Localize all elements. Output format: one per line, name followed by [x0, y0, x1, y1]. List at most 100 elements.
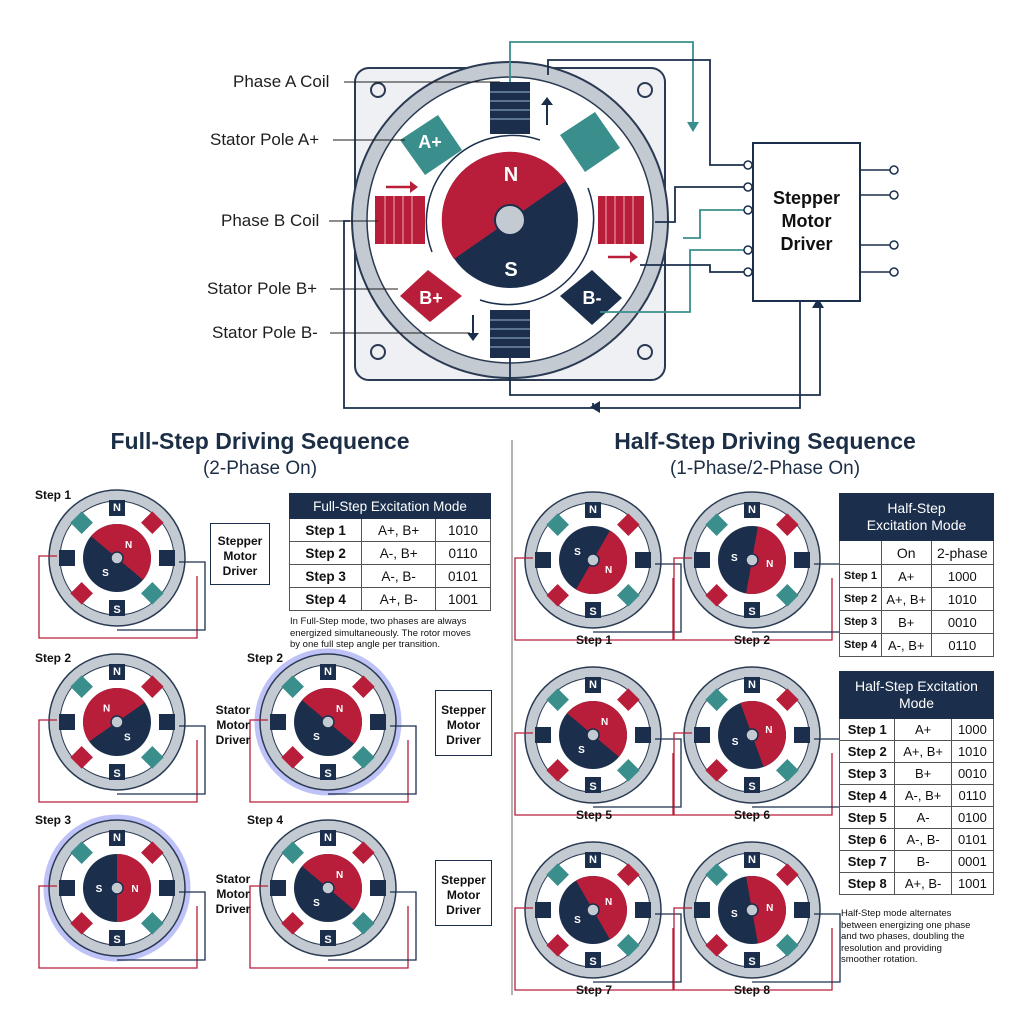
table-header-cell [839, 540, 882, 565]
svg-text:S: S [504, 259, 517, 281]
rotor-s-label: S [124, 733, 131, 744]
half-step-title: Half-Step Driving Sequence [614, 428, 916, 454]
pole-s-label: S [324, 768, 331, 780]
table-cell: A+, B- [361, 587, 436, 611]
svg-text:B-: B- [583, 288, 602, 308]
table-cell: 0110 [434, 541, 492, 565]
table-cell: Step 3 [288, 564, 363, 588]
fs-step-label: Step 1 [35, 488, 72, 502]
main-driver-box [752, 142, 861, 302]
pole-n-label: N [748, 504, 756, 516]
rotor-n-label: N [605, 565, 612, 576]
table-cell: 0110 [950, 784, 995, 807]
rotor-n-label: N [131, 884, 138, 895]
full-step-subtitle: (2-Phase On) [202, 458, 318, 479]
rotor-n-label: N [766, 903, 773, 914]
hs-step-label: Step 2 [734, 633, 771, 647]
rotor-s-label: S [731, 553, 738, 564]
fs-step-label: Step 3 [35, 813, 72, 827]
table-cell: A-, B+ [894, 784, 952, 807]
table-cell: A-, B+ [361, 541, 436, 565]
table-cell: Step 5 [838, 806, 896, 829]
table-cell: 1001 [434, 587, 492, 611]
rotor-s-label: S [96, 884, 103, 895]
table-cell: Step 4 [288, 587, 363, 611]
table-cell: 0001 [950, 850, 995, 873]
table-cell: 1000 [930, 564, 995, 588]
pole-s-label: S [748, 781, 755, 793]
rotor-n-label: N [766, 559, 773, 570]
pole-n-label: N [113, 666, 121, 678]
pole-s-label: S [589, 956, 596, 968]
table-cell: A-, B- [361, 564, 436, 588]
table-cell: Step 7 [838, 850, 896, 873]
table-header-cell: 2-phase [930, 540, 995, 565]
table-cell: 1000 [950, 718, 995, 741]
rotor-s-label: S [574, 547, 581, 558]
hs-step-label: Step 6 [734, 808, 771, 822]
callout-phase-b-coil: Phase B Coil [221, 211, 320, 230]
svg-text:N: N [504, 164, 518, 186]
rotor-n-label: N [605, 897, 612, 908]
svg-text:B+: B+ [419, 288, 443, 308]
pole-n-label: N [113, 502, 121, 514]
table-cell: Step 8 [838, 872, 896, 895]
pole-n-label: N [589, 854, 597, 866]
pole-s-label: S [748, 956, 755, 968]
pole-s-label: S [324, 934, 331, 946]
table-cell: B+ [894, 762, 952, 785]
table-cell: 0101 [434, 564, 492, 588]
hs-step-label: Step 7 [576, 983, 613, 997]
rotor-s-label: S [731, 909, 738, 920]
table-cell: A+ [894, 718, 952, 741]
pole-n-label: N [748, 679, 756, 691]
table-cell: A+, B+ [880, 587, 932, 611]
half-step-subtitle: (1-Phase/2-Phase On) [669, 458, 861, 479]
table-cell: Step 2 [288, 541, 363, 565]
rotor-s-label: S [313, 898, 320, 909]
table-cell: A+, B- [894, 872, 952, 895]
pole-n-label: N [589, 504, 597, 516]
pole-n-label: N [589, 679, 597, 691]
table-cell: 0100 [950, 806, 995, 829]
table-cell: 1010 [434, 518, 492, 542]
table-cell: A-, B+ [880, 633, 932, 657]
full-step-table: Full-Step Excitation Mode Step 1 A+, B+ … [288, 493, 492, 611]
pole-n-label: N [113, 832, 121, 844]
table-cell: Step 4 [839, 633, 882, 657]
full-step-note: In Full-Step mode, two phases are always… [290, 616, 471, 650]
table-cell: Step 6 [838, 828, 896, 851]
table-cell: A- [894, 806, 952, 829]
full-step-title: Full-Step Driving Sequence [110, 428, 410, 454]
pole-b-plus [400, 270, 462, 322]
table-cell: Step 4 [838, 784, 896, 807]
pole-s-label: S [113, 934, 120, 946]
table-cell: Step 1 [288, 518, 363, 542]
table-cell: Step 2 [839, 587, 882, 611]
rotor-s-label: S [102, 568, 109, 579]
main-motor: A+ B+ B- N S [329, 41, 899, 413]
hs-step-label: Step 5 [576, 808, 613, 822]
table-cell: 1001 [950, 872, 995, 895]
rotor-s-label: S [732, 737, 739, 748]
rotor-s-label: S [578, 745, 585, 756]
table-cell: B- [894, 850, 952, 873]
callout-stator-pole-b-minus: Stator Pole B- [212, 323, 318, 342]
table-cell: A+, B+ [894, 740, 952, 763]
table-cell: Step 1 [838, 718, 896, 741]
